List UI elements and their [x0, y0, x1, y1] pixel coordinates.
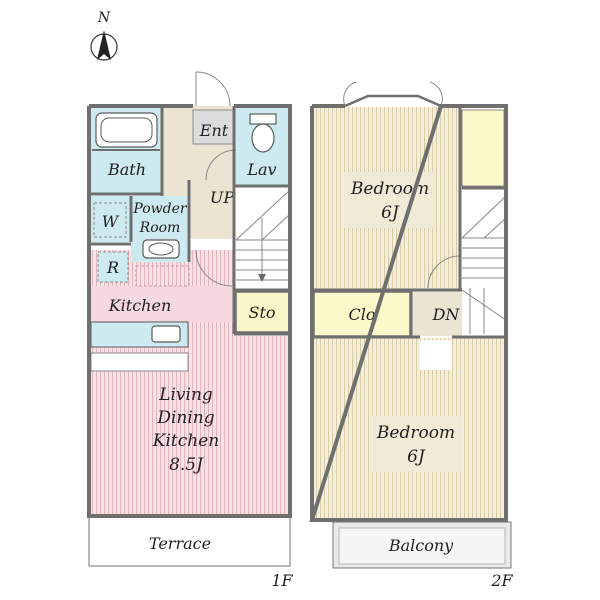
bedroom-top-label-bg: [344, 172, 436, 228]
bath-label: Bath: [107, 160, 146, 179]
bedroom-bottom-label-bg: [372, 416, 462, 472]
kitchen-label: Kitchen: [108, 296, 172, 315]
toilet-tank-icon: [249, 113, 277, 125]
ldk-label-line1: Living: [158, 385, 213, 405]
ldk-label-line2: Dining: [156, 408, 214, 428]
bedroom-bottom-label: Bedroom: [376, 423, 455, 443]
stair-up-label: UP: [210, 188, 234, 207]
closet-top: [461, 109, 505, 187]
terrace-area: [88, 516, 291, 567]
floor-1f-label: 1F: [271, 571, 293, 590]
storage-room: [235, 291, 290, 333]
ldk-label-line3: Kitchen: [152, 431, 219, 451]
stair-down-label: DN: [432, 305, 461, 324]
interior-walls-2f: [312, 106, 506, 339]
lavatory-door-icon[interactable]: [205, 149, 237, 181]
stair-treads-1f: [235, 189, 291, 281]
bathtub-icon: [95, 112, 158, 148]
bay-window-left-icon[interactable]: [343, 81, 357, 107]
door-clearance: [420, 340, 452, 370]
floor-2f-label: 2F: [490, 571, 513, 590]
entrance-label: Ent: [199, 121, 229, 140]
closet-label: Clo: [349, 305, 376, 324]
bedroom-top-door-icon[interactable]: [427, 255, 461, 289]
kitchen-dashed-zone: [135, 265, 190, 287]
ldk-label-size: 8.5J: [169, 455, 204, 475]
closet-mid: [313, 291, 411, 337]
kitchen-zone: [89, 286, 233, 322]
bay-window-right-icon[interactable]: [429, 81, 443, 107]
stair-treads-2f: [461, 195, 507, 334]
refrigerator-label: R: [106, 258, 119, 277]
balcony-label: Balcony: [388, 536, 454, 555]
washer-label: W: [102, 212, 120, 231]
balcony-inner: [338, 527, 506, 565]
toilet-bowl-icon: [251, 123, 275, 153]
bedroom-top-label: Bedroom: [350, 179, 429, 199]
bay-window: [344, 94, 442, 108]
second-floor: Balcony Bedroom 6J Clo: [309, 81, 514, 590]
compass-arrow-icon: [97, 30, 111, 60]
kitchen-sink-icon: [151, 325, 181, 343]
kitchen-bar: [90, 352, 189, 372]
lavatory-label: Lav: [246, 160, 276, 179]
compass-north-label: N: [97, 10, 111, 26]
washer-box: [93, 202, 127, 238]
ldk-lower-floor: [233, 336, 290, 516]
first-floor: Terrace Bath Ent UP Lav W Powder Room: [87, 71, 294, 590]
powder-room-label-line2: Room: [139, 220, 181, 236]
terrace-label: Terrace: [149, 534, 211, 553]
entrance-door-icon[interactable]: [195, 71, 231, 107]
bedroom-top-size: 6J: [381, 203, 400, 223]
hall-2f: [412, 288, 462, 336]
bedroom-bottom-size: 6J: [407, 447, 426, 467]
bathtub-inner: [100, 117, 153, 143]
walls-1f: [87, 104, 292, 518]
ldk-door-icon[interactable]: [195, 249, 233, 287]
refrigerator-space: [97, 251, 129, 283]
compass: N: [90, 10, 118, 61]
interior-walls-1f: [89, 106, 290, 336]
washer-space: [89, 196, 131, 242]
storage-label: Sto: [248, 303, 275, 322]
stair-up-arrow-icon: [258, 274, 266, 282]
washbasin-bowl: [148, 242, 174, 256]
powder-room-label-line1: Powder: [132, 201, 188, 217]
walls-2f: [309, 104, 508, 522]
